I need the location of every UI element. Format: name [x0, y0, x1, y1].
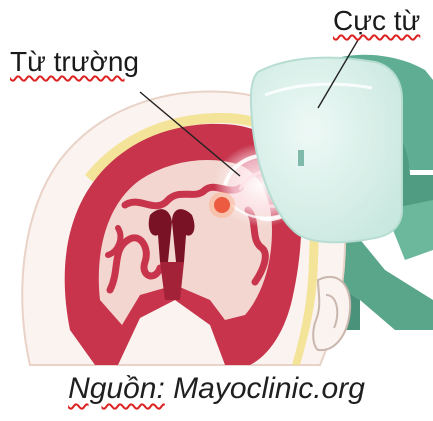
source-credit: Nguồn: Mayoclinic.org — [0, 372, 433, 406]
source-site: Mayoclinic.org — [173, 372, 365, 405]
label-magnetic-coil: Cực từ — [333, 5, 420, 37]
source-prefix: Nguồn: — [68, 372, 165, 405]
label-magnetic-field: Từ trường — [10, 46, 139, 78]
ear — [313, 277, 350, 350]
